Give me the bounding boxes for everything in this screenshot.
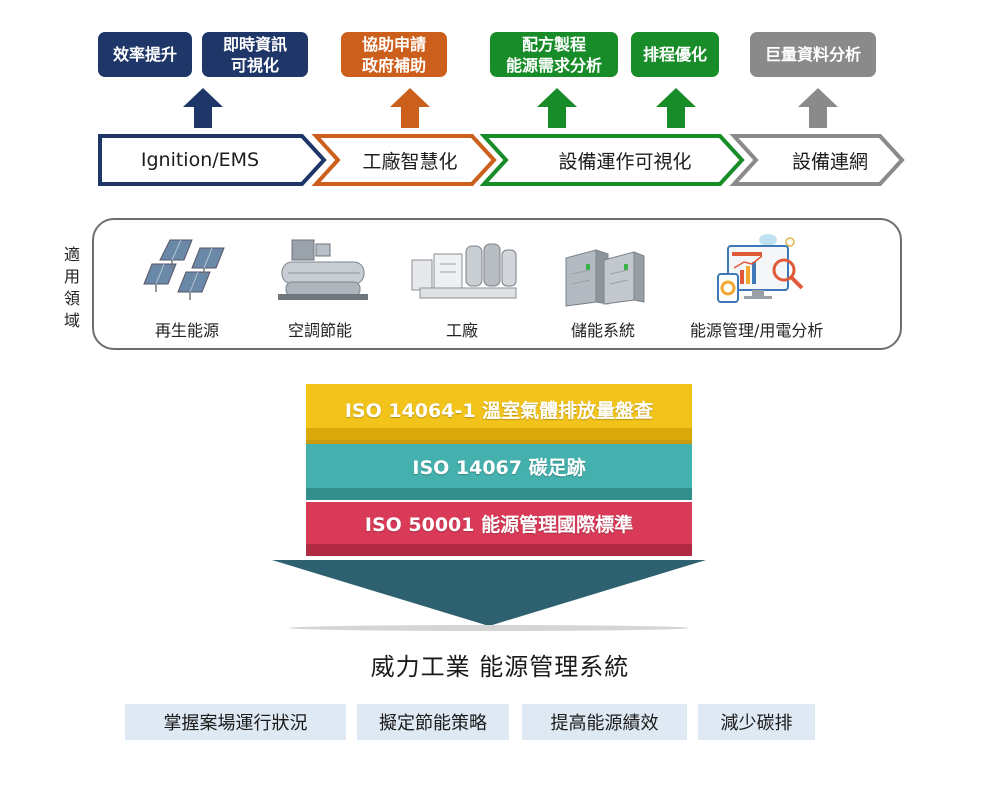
stage-label-ignition: Ignition/EMS bbox=[120, 145, 280, 175]
up-arrow-icon bbox=[183, 88, 223, 128]
badge-big-data: 巨量資料分析 bbox=[750, 32, 876, 77]
stage-label-networking: 設備連網 bbox=[775, 145, 885, 175]
stage-label-visualization: 設備運作可視化 bbox=[530, 145, 720, 175]
analytics-dashboard-icon bbox=[717, 234, 804, 303]
up-arrow-icon bbox=[537, 88, 577, 128]
stage-chevron-band bbox=[98, 134, 905, 186]
applicable-domains-panel bbox=[92, 218, 902, 350]
up-arrow-icon bbox=[798, 88, 838, 128]
stage-label-smart-factory: 工廠智慧化 bbox=[350, 145, 470, 175]
badge-subsidy: 協助申請 政府補助 bbox=[341, 32, 447, 77]
goal-energy-performance: 提高能源績效 bbox=[522, 704, 687, 740]
badge-efficiency: 效率提升 bbox=[98, 32, 192, 77]
up-arrow-icon bbox=[390, 88, 430, 128]
badge-recipe-energy-analysis: 配方製程 能源需求分析 bbox=[490, 32, 618, 77]
goal-saving-strategy: 擬定節能策略 bbox=[357, 704, 509, 740]
system-title: 威力工業 能源管理系統 bbox=[370, 653, 630, 681]
chiller-icon bbox=[278, 239, 368, 300]
domain-label-renewable: 再生能源 bbox=[155, 321, 220, 340]
solar-panel-icon bbox=[143, 239, 225, 300]
stage-chevron-ignition bbox=[98, 134, 327, 186]
stage-chevron-visualization bbox=[479, 134, 745, 186]
iso-50001-label: ISO 50001 能源管理國際標準 bbox=[364, 513, 634, 536]
domain-label-storage: 儲能系統 bbox=[571, 321, 636, 340]
up-arrow-icon bbox=[656, 88, 696, 128]
energy-storage-cabinet-icon bbox=[565, 249, 645, 307]
domain-label-hvac: 空調節能 bbox=[288, 321, 353, 340]
stage-chevron-smart-factory bbox=[311, 134, 497, 186]
domain-label-energy-management: 能源管理/用電分析 bbox=[690, 321, 824, 340]
goal-monitor-site: 掌握案場運行狀況 bbox=[125, 704, 346, 740]
goal-reduce-carbon: 減少碳排 bbox=[698, 704, 815, 740]
iso-ribbon-stack bbox=[272, 384, 706, 631]
stage-chevron-networking bbox=[729, 134, 905, 186]
applicable-domains-label: 適 用 領 域 bbox=[63, 245, 80, 330]
domain-label-factory: 工廠 bbox=[446, 321, 479, 340]
badge-scheduling: 排程優化 bbox=[631, 32, 719, 77]
badge-realtime-visualization: 即時資訊 可視化 bbox=[202, 32, 308, 77]
factory-equipment-icon bbox=[411, 243, 517, 299]
iso-14064-label: ISO 14064-1 溫室氣體排放量盤查 bbox=[344, 399, 654, 422]
iso-14067-label: ISO 14067 碳足跡 bbox=[412, 456, 586, 479]
